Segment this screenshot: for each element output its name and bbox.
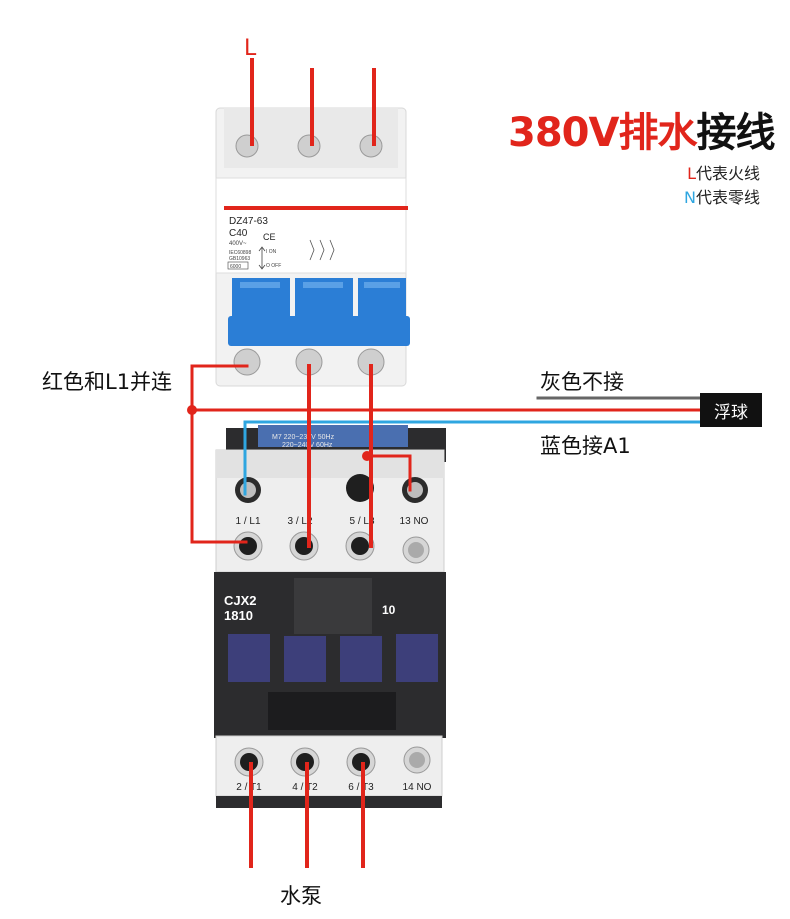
breaker-off-label: O OFF bbox=[266, 263, 281, 269]
breaker-toggle-handles[interactable] bbox=[228, 278, 410, 346]
pump-label: 水泵 bbox=[280, 884, 322, 908]
terminal-label-5: 5 / L3 bbox=[349, 516, 374, 527]
legend-l-text: 代表火线 bbox=[695, 164, 760, 183]
wires bbox=[187, 58, 704, 868]
wire-blue-a1 bbox=[243, 420, 704, 496]
breaker-top-screws bbox=[235, 134, 383, 158]
terminal-label-1: 1 / L1 bbox=[235, 516, 260, 527]
contactor-model: CJX2 bbox=[224, 593, 257, 608]
breaker-voltage: 400V~ bbox=[229, 241, 247, 247]
wire-red-l1-parallel bbox=[190, 364, 249, 544]
breaker-pole-symbol-icon bbox=[309, 239, 335, 261]
title-suffix: 接线 bbox=[696, 110, 775, 156]
coil-rating-text: M7 220~230V 50Hz bbox=[272, 434, 335, 441]
contactor-indicator-windows bbox=[228, 634, 438, 682]
junction-dot-right bbox=[362, 451, 372, 461]
blue-a1-label: 蓝色接A1 bbox=[540, 434, 631, 458]
breaker-ce-mark: CE bbox=[263, 232, 276, 242]
legend-l: L代表火线 bbox=[687, 160, 760, 184]
breaker-standard2: GB10963 bbox=[229, 256, 250, 262]
contactor-series: 1810 bbox=[224, 608, 253, 623]
breaker-model: DZ47-63 bbox=[229, 216, 268, 227]
top-l-label: L bbox=[244, 36, 257, 61]
title-action: 排水 bbox=[618, 110, 697, 156]
terminal-label-14: 14 NO bbox=[403, 782, 432, 793]
breaker-capacity: 6000 bbox=[230, 264, 241, 270]
title-voltage: 380V bbox=[508, 110, 619, 156]
legend-n-text: 代表零线 bbox=[695, 188, 760, 207]
legend-n: N代表零线 bbox=[684, 184, 760, 208]
contactor-top-screws bbox=[233, 531, 430, 564]
float-switch-box: 浮球 bbox=[700, 393, 762, 427]
junction-dot-left bbox=[187, 405, 197, 415]
breaker-on-label: I ON bbox=[266, 249, 277, 255]
wire-13no-branch bbox=[365, 454, 412, 492]
breaker-standard1: IEC60898 bbox=[229, 250, 251, 256]
legend-l-letter: L bbox=[687, 164, 696, 183]
red-parallel-label: 红色和L1并连 bbox=[42, 370, 173, 394]
breaker-rating: C40 bbox=[229, 228, 248, 239]
circuit-breaker: DZ47-63 C40 400V~ IEC60898 GB10963 6000 … bbox=[215, 107, 410, 387]
terminal-label-13: 13 NO bbox=[400, 516, 429, 527]
breaker-arrow-icon bbox=[258, 246, 266, 270]
contactor-contact-code: 10 bbox=[382, 603, 396, 617]
terminal-label-3: 3 / L2 bbox=[287, 516, 312, 527]
breaker-red-stripe bbox=[224, 206, 408, 210]
page-title: 380V排水接线 bbox=[508, 100, 775, 158]
breaker-bottom-screws bbox=[233, 348, 385, 376]
legend-n-letter: N bbox=[684, 188, 696, 207]
gray-no-connect-label: 灰色不接 bbox=[540, 370, 624, 394]
